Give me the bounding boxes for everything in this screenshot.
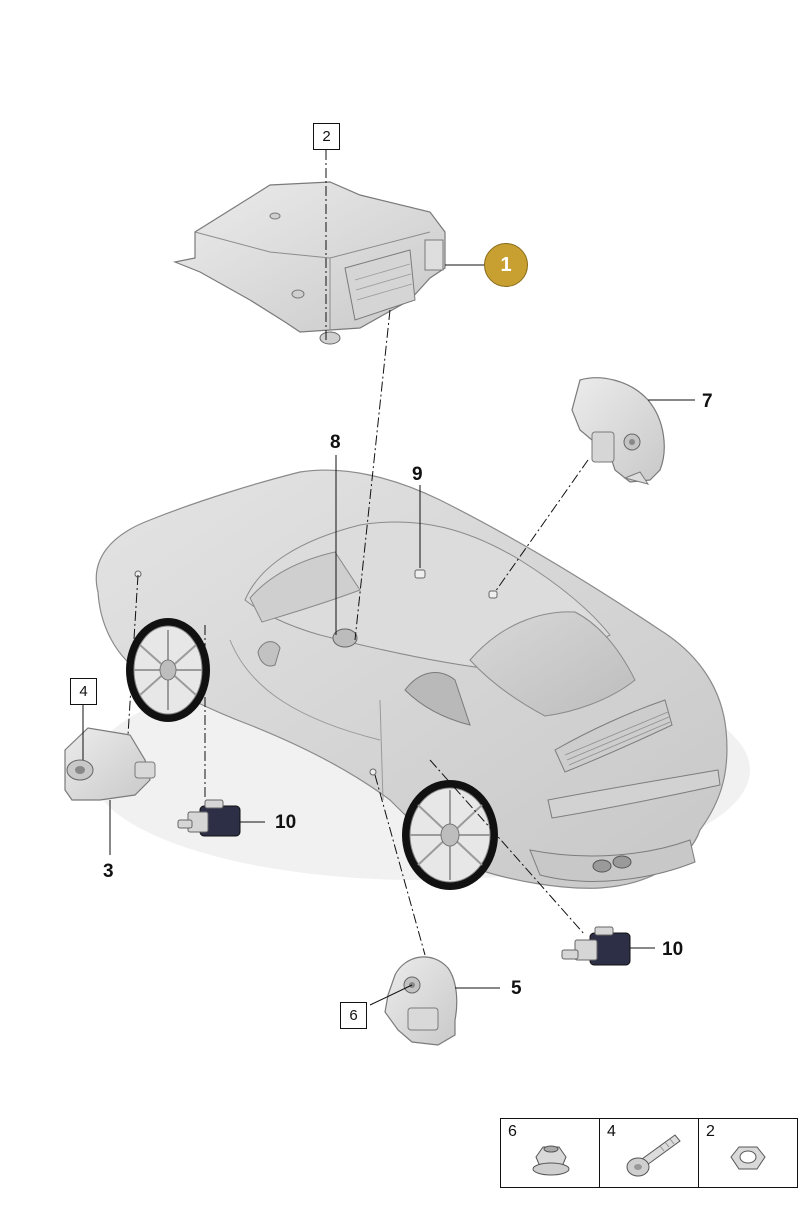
legend-cell-flange-nut[interactable]: 6 [501,1119,600,1187]
callout-10-label-right[interactable]: 10 [662,939,684,960]
callout-1-label: 1 [500,253,512,276]
callout-10-label-left[interactable]: 10 [275,812,297,833]
bolt-icon [626,1134,681,1177]
callout-1-highlight[interactable]: 1 [484,243,528,287]
callout-6-label: 6 [349,1007,358,1024]
flange-nut-icon [532,1145,570,1176]
hardware-legend: 6 4 2 [500,1118,798,1188]
hex-nut-icon [730,1146,766,1170]
pressure-sensor-10-right [561,926,631,966]
legend-cell-hex-nut[interactable]: 2 [699,1119,797,1187]
callout-4-box[interactable]: 4 [70,678,97,705]
callout-3-label[interactable]: 3 [103,861,114,882]
callout-2-box[interactable]: 2 [313,123,340,150]
legend-number: 2 [706,1123,715,1140]
callout-7-label[interactable]: 7 [702,391,713,412]
callout-6-box[interactable]: 6 [340,1002,367,1029]
legend-number: 6 [508,1123,517,1140]
callout-8-label[interactable]: 8 [330,432,341,453]
leader-lines [109,150,695,1006]
airbag-control-unit [172,181,446,345]
callout-4-label: 4 [79,683,88,700]
legend-cell-bolt[interactable]: 4 [600,1119,699,1187]
front-sensor-3 [64,727,156,801]
rear-sensor-5 [384,956,458,1046]
pressure-sensor-10-left [177,799,241,837]
front-wheel [126,618,210,722]
side-impact-sensor-7 [571,377,665,485]
legend-number: 4 [607,1123,616,1140]
rear-wheel [402,780,498,890]
callout-5-label[interactable]: 5 [511,978,522,999]
callout-9-label[interactable]: 9 [412,464,423,485]
callout-2-label: 2 [322,128,331,145]
